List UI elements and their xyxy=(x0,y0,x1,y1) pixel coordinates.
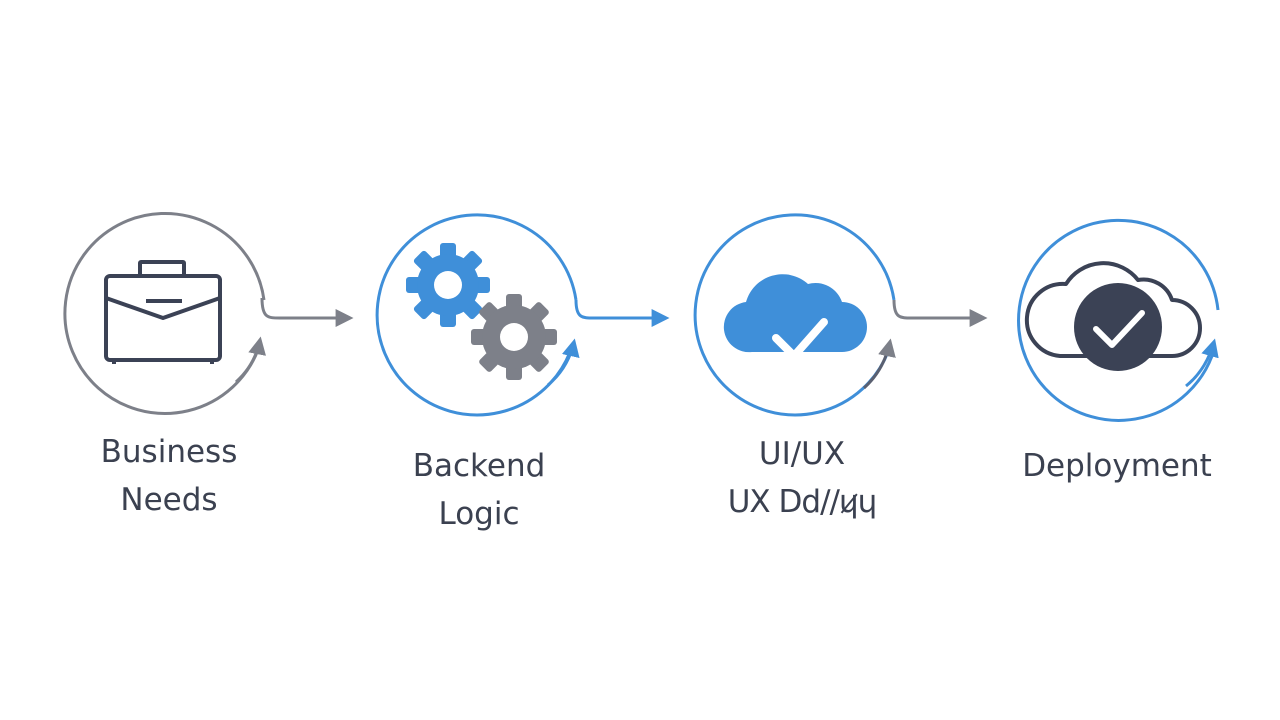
step-ring xyxy=(63,212,266,415)
step-label-ui-ux: UI/UX UX Dd//ɥ̷ɥ xyxy=(682,430,922,526)
briefcase-icon xyxy=(104,260,222,364)
cloud-dark-check-icon xyxy=(1024,261,1202,371)
connector-arrow xyxy=(260,297,354,327)
step-business-needs xyxy=(63,212,266,415)
gear-gray xyxy=(471,294,557,380)
check-icon xyxy=(772,318,828,360)
step-ui-ux xyxy=(693,213,896,417)
cloud-check-icon xyxy=(723,274,867,360)
return-arrow xyxy=(862,338,896,390)
check-icon xyxy=(1093,310,1145,348)
step-deployment xyxy=(1017,218,1220,422)
step-label-backend-logic: Backend Logic xyxy=(359,442,599,538)
step-label-line: Business xyxy=(100,434,238,470)
step-ring xyxy=(375,213,578,417)
connector-arrow xyxy=(892,299,988,327)
gear-blue xyxy=(406,243,490,327)
step-label-deployment: Deployment xyxy=(997,442,1237,490)
return-arrow xyxy=(234,336,266,384)
step-ring xyxy=(693,213,896,417)
return-arrow xyxy=(1185,338,1219,388)
gears-icon xyxy=(406,243,557,380)
return-arrow xyxy=(547,338,580,387)
step-label-line: Deployment xyxy=(1022,448,1212,484)
step-label-line: Backend xyxy=(412,448,546,484)
step-label-business-needs: Business Needs xyxy=(49,428,289,524)
step-label-line: UI/UX xyxy=(758,436,846,472)
connector-arrow xyxy=(574,299,670,327)
step-label-line: Logic xyxy=(438,496,520,532)
step-label-line: Needs xyxy=(120,482,218,518)
step-ring xyxy=(1017,218,1220,422)
step-backend-logic xyxy=(375,213,580,417)
step-label-line: UX Dd//ɥ̷ɥ xyxy=(727,484,878,520)
